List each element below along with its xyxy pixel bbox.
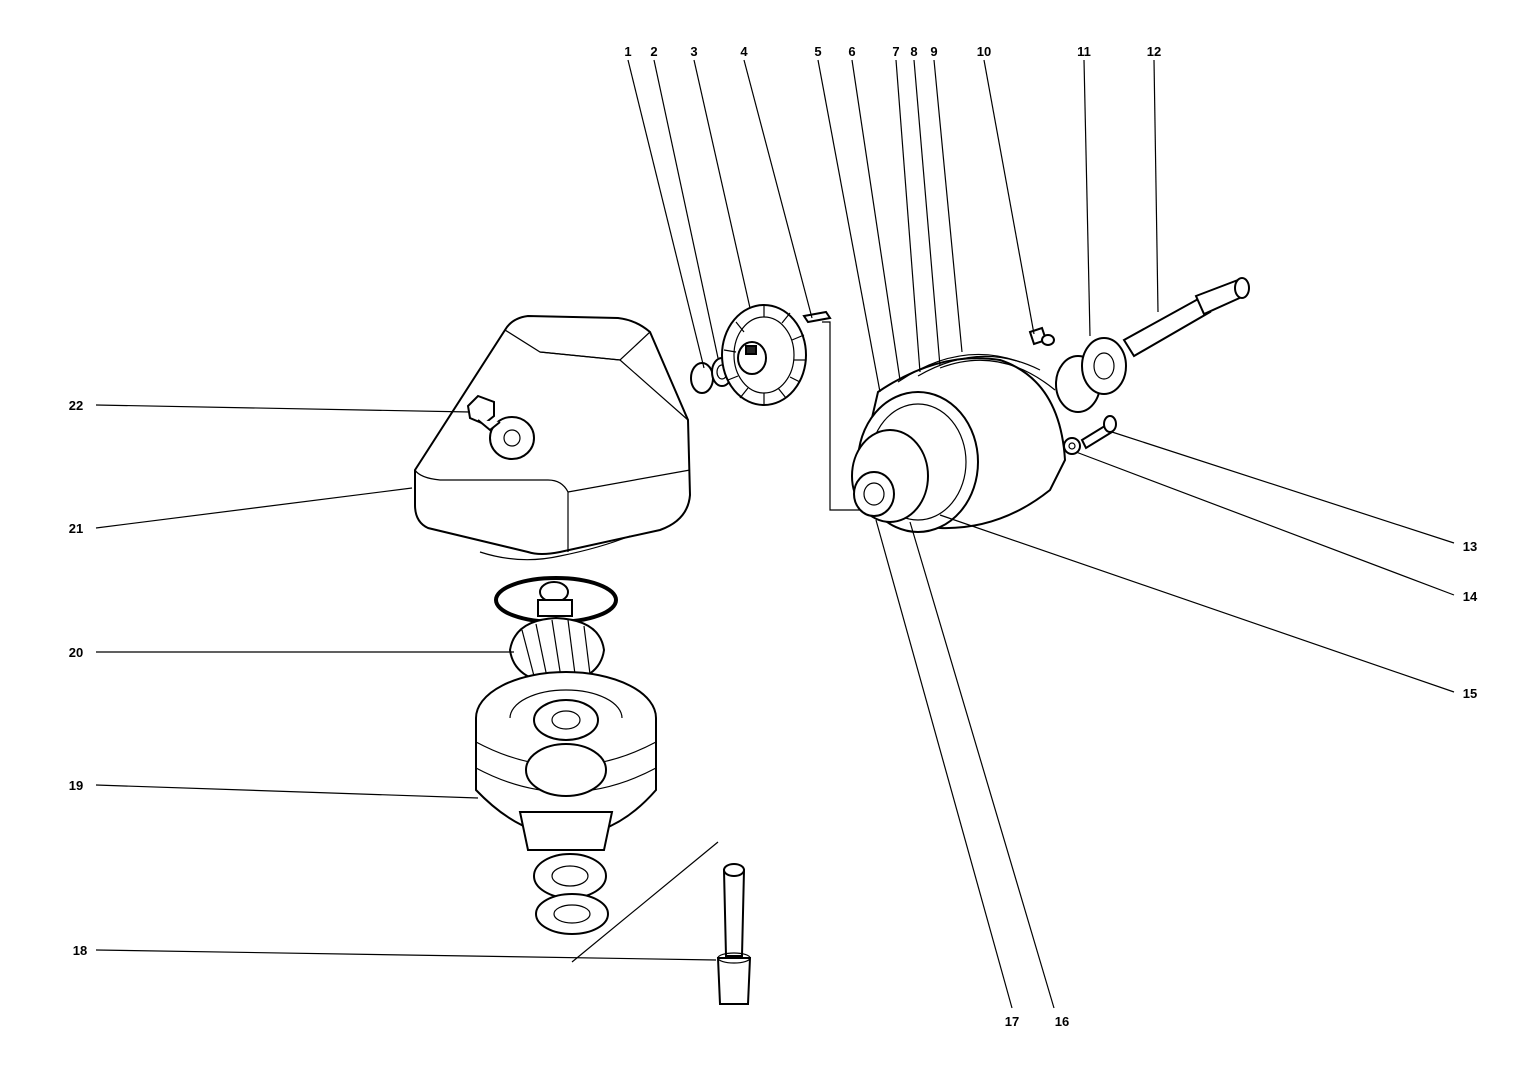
callout-8: 8: [910, 44, 917, 59]
callout-10: 10: [977, 44, 991, 59]
callout-22: 22: [69, 398, 83, 413]
gearbox-housing: [414, 314, 692, 561]
callout-3: 3: [690, 44, 697, 59]
leader-lines: [95, 59, 1455, 1009]
callout-14: 14: [1463, 589, 1478, 604]
callout-4: 4: [740, 44, 748, 59]
output-shaft: [571, 841, 752, 1005]
callout-9: 9: [930, 44, 937, 59]
upper-bevel-gear-group: [690, 304, 807, 406]
key: [802, 310, 872, 511]
callout-21: 21: [69, 521, 83, 536]
side-bearing-housing: [851, 353, 1067, 533]
callout-labels: 1 2 3 4 5 6 7 8 9 10 11 12 13 14 15 16 1…: [69, 44, 1478, 1029]
callout-2: 2: [650, 44, 657, 59]
callout-13: 13: [1463, 539, 1477, 554]
lower-pinion-group: [494, 576, 618, 686]
callout-12: 12: [1147, 44, 1161, 59]
breather-plug: [466, 394, 501, 432]
lower-bearings: [533, 853, 609, 935]
callout-15: 15: [1463, 686, 1477, 701]
callout-7: 7: [892, 44, 899, 59]
bolt-and-washer: [1063, 415, 1117, 455]
callout-19: 19: [69, 778, 83, 793]
callout-17: 17: [1005, 1014, 1019, 1029]
callout-11: 11: [1077, 44, 1091, 59]
callout-5: 5: [814, 44, 821, 59]
input-shaft-group: [1055, 277, 1250, 413]
lower-bearing-housing: [475, 671, 657, 851]
callout-16: 16: [1055, 1014, 1069, 1029]
callout-18: 18: [73, 943, 87, 958]
callout-20: 20: [69, 645, 83, 660]
callout-6: 6: [848, 44, 855, 59]
callout-1: 1: [624, 44, 631, 59]
